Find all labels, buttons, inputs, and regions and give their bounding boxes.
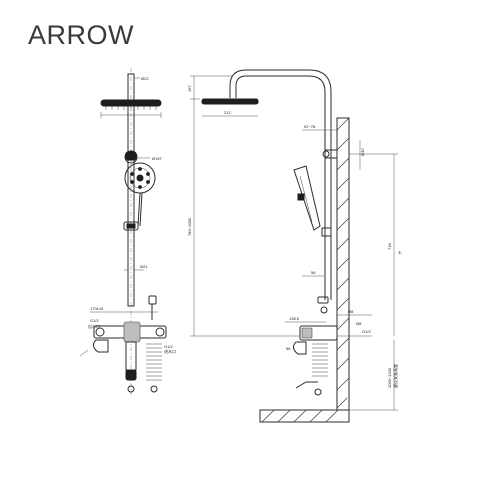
side-mixer-depth-label: 138.5 <box>289 316 300 321</box>
side-handle <box>292 341 307 355</box>
front-view: Ø22 Ø157 <box>79 68 176 395</box>
floor <box>259 409 350 423</box>
side-mixer-body <box>299 325 338 341</box>
side-v1-label: Ø8 <box>348 309 354 314</box>
front-right-b-label: 进水口 <box>164 348 176 354</box>
side-v2-label: Ø8 <box>356 321 362 326</box>
front-left-a-label: G1/2 <box>90 318 99 323</box>
front-right-a-label: G1/2 <box>164 344 173 349</box>
holder-bracket <box>124 150 138 164</box>
bidet-spray <box>148 295 157 305</box>
riser-rail <box>127 105 135 307</box>
side-bidet <box>317 296 329 304</box>
brand-logo-text: ARROW <box>28 20 134 50</box>
nozzle-ticks <box>105 106 157 111</box>
side-circle-mark: ① <box>398 250 402 255</box>
side-view: 212 52~78 Ø40 56 138.5 56 <box>187 69 402 423</box>
front-head-dia-label: Ø157 <box>152 156 163 161</box>
side-bracket-dia-label: Ø40 <box>360 148 365 156</box>
hose-coil <box>146 343 162 381</box>
side-arm-reach-label: 52~78 <box>304 124 316 129</box>
side-slide-bracket <box>321 227 332 237</box>
side-floor-height-label: 1000~1200 <box>387 367 392 388</box>
side-handle-mark: 56 <box>286 346 291 351</box>
front-top-pipe-dia-label: Ø22 <box>141 76 149 81</box>
front-bar-dia-label: Ø21 <box>140 264 148 269</box>
side-hand-shower <box>293 165 321 231</box>
wall-bracket <box>324 149 338 159</box>
side-overhead-head <box>201 98 259 105</box>
side-riser <box>235 75 326 300</box>
front-mixer-width-label: 170±15 <box>90 306 104 311</box>
side-floor-note-label: 建议安装高度 <box>392 364 398 388</box>
side-head-dia-label: 212 <box>224 110 231 115</box>
diverter-handle <box>92 339 109 353</box>
front-left-b-label: 出水口 <box>88 323 100 329</box>
side-top-height-label: 157 <box>187 85 192 92</box>
side-hose-coil <box>312 343 328 377</box>
side-rail-length-label: 718 <box>387 243 392 250</box>
side-v3-label: G1/2 <box>362 329 371 334</box>
side-total-height-label: 783~1083 <box>187 217 192 236</box>
slide-bracket <box>123 221 139 231</box>
side-wall-gap-label: 56 <box>311 270 316 275</box>
overhead-shower-head <box>100 99 162 107</box>
side-spout <box>295 381 318 389</box>
